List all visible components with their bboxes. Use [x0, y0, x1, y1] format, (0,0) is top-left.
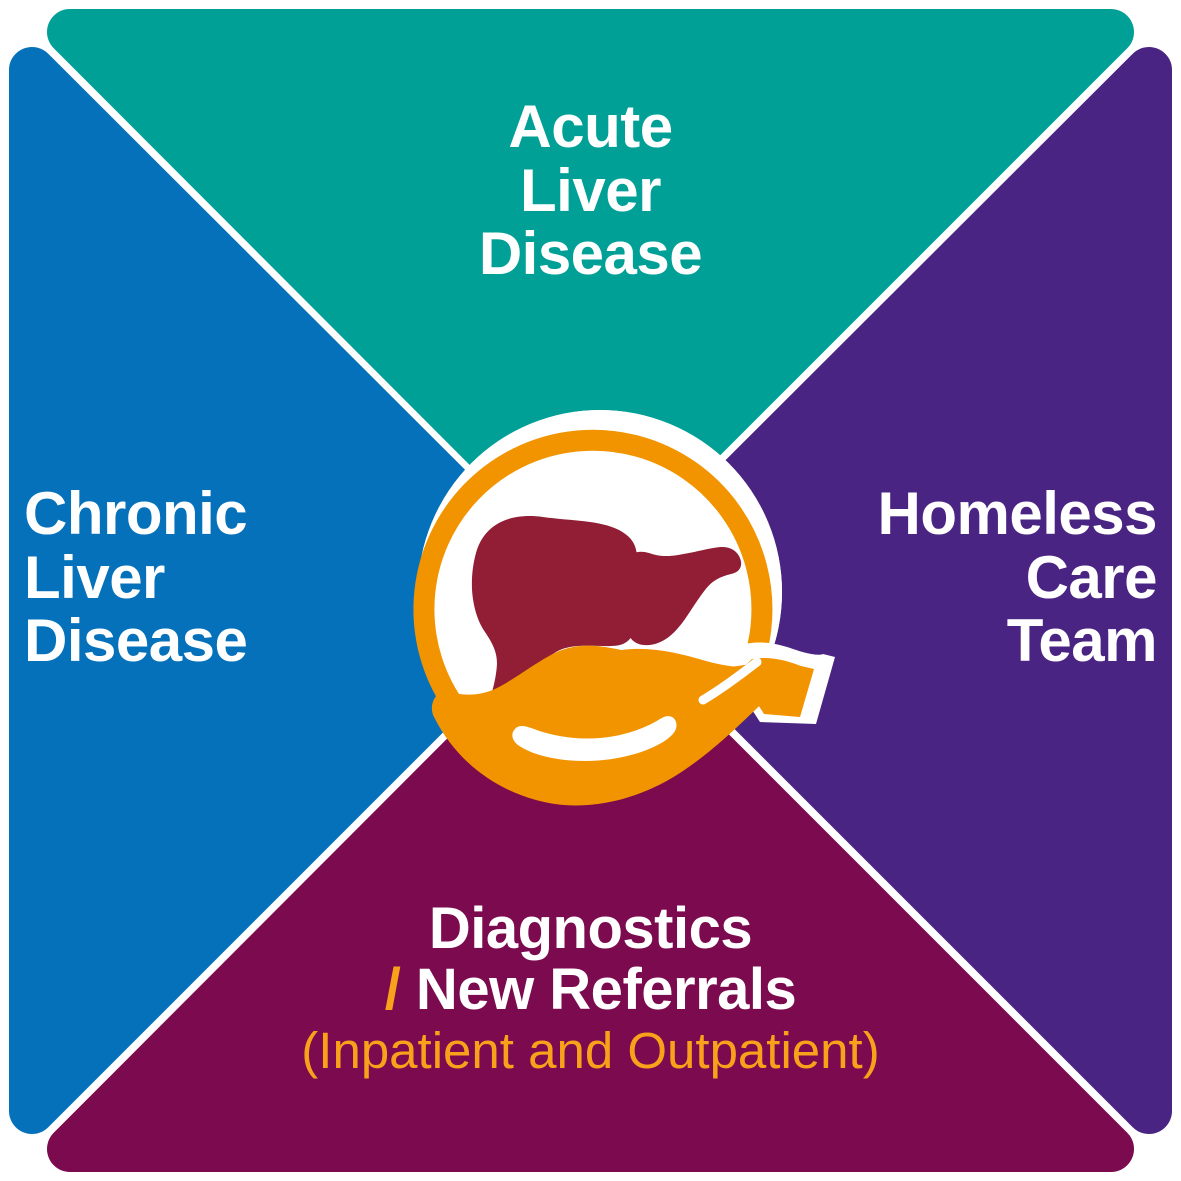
segment-right-line-1: Homeless: [877, 480, 1158, 547]
segment-top-line-2: Liver: [520, 156, 661, 224]
segment-left-label: Chronic Liver Disease: [24, 482, 444, 673]
segment-top-shape[interactable]: [47, 9, 1134, 576]
segment-top-line-1: Acute: [508, 93, 673, 160]
orange-ring-icon: [413, 429, 773, 722]
segment-left-shape[interactable]: [9, 47, 576, 1134]
segment-left-line-2: Liver: [24, 543, 165, 611]
segment-bottom-line-2: New Referrals: [400, 957, 797, 1023]
cupped-hand-icon: [431, 642, 835, 806]
segment-bottom-shape[interactable]: [47, 605, 1134, 1172]
segment-right-line-2: Care: [1025, 543, 1158, 611]
segment-bottom-slash: /: [384, 957, 401, 1023]
liver-icon: [471, 516, 742, 727]
segment-top-line-3: Disease: [478, 220, 703, 288]
segment-bottom-line-1: Diagnostics: [428, 896, 753, 961]
segment-right-line-3: Team: [1006, 607, 1158, 675]
segment-right-shape[interactable]: [605, 47, 1172, 1134]
segment-right-label: Homeless Care Team: [737, 480, 1158, 675]
segment-bottom-label: Diagnostics / New Referrals (Inpatient a…: [0, 898, 1181, 1081]
segment-bottom-subtitle: (Inpatient and Outpatient): [301, 1021, 880, 1079]
segment-left-line-1: Chronic: [24, 480, 248, 547]
segment-left-line-3: Disease: [24, 607, 248, 675]
segment-top-label: Acute Liver Disease: [0, 95, 1181, 286]
